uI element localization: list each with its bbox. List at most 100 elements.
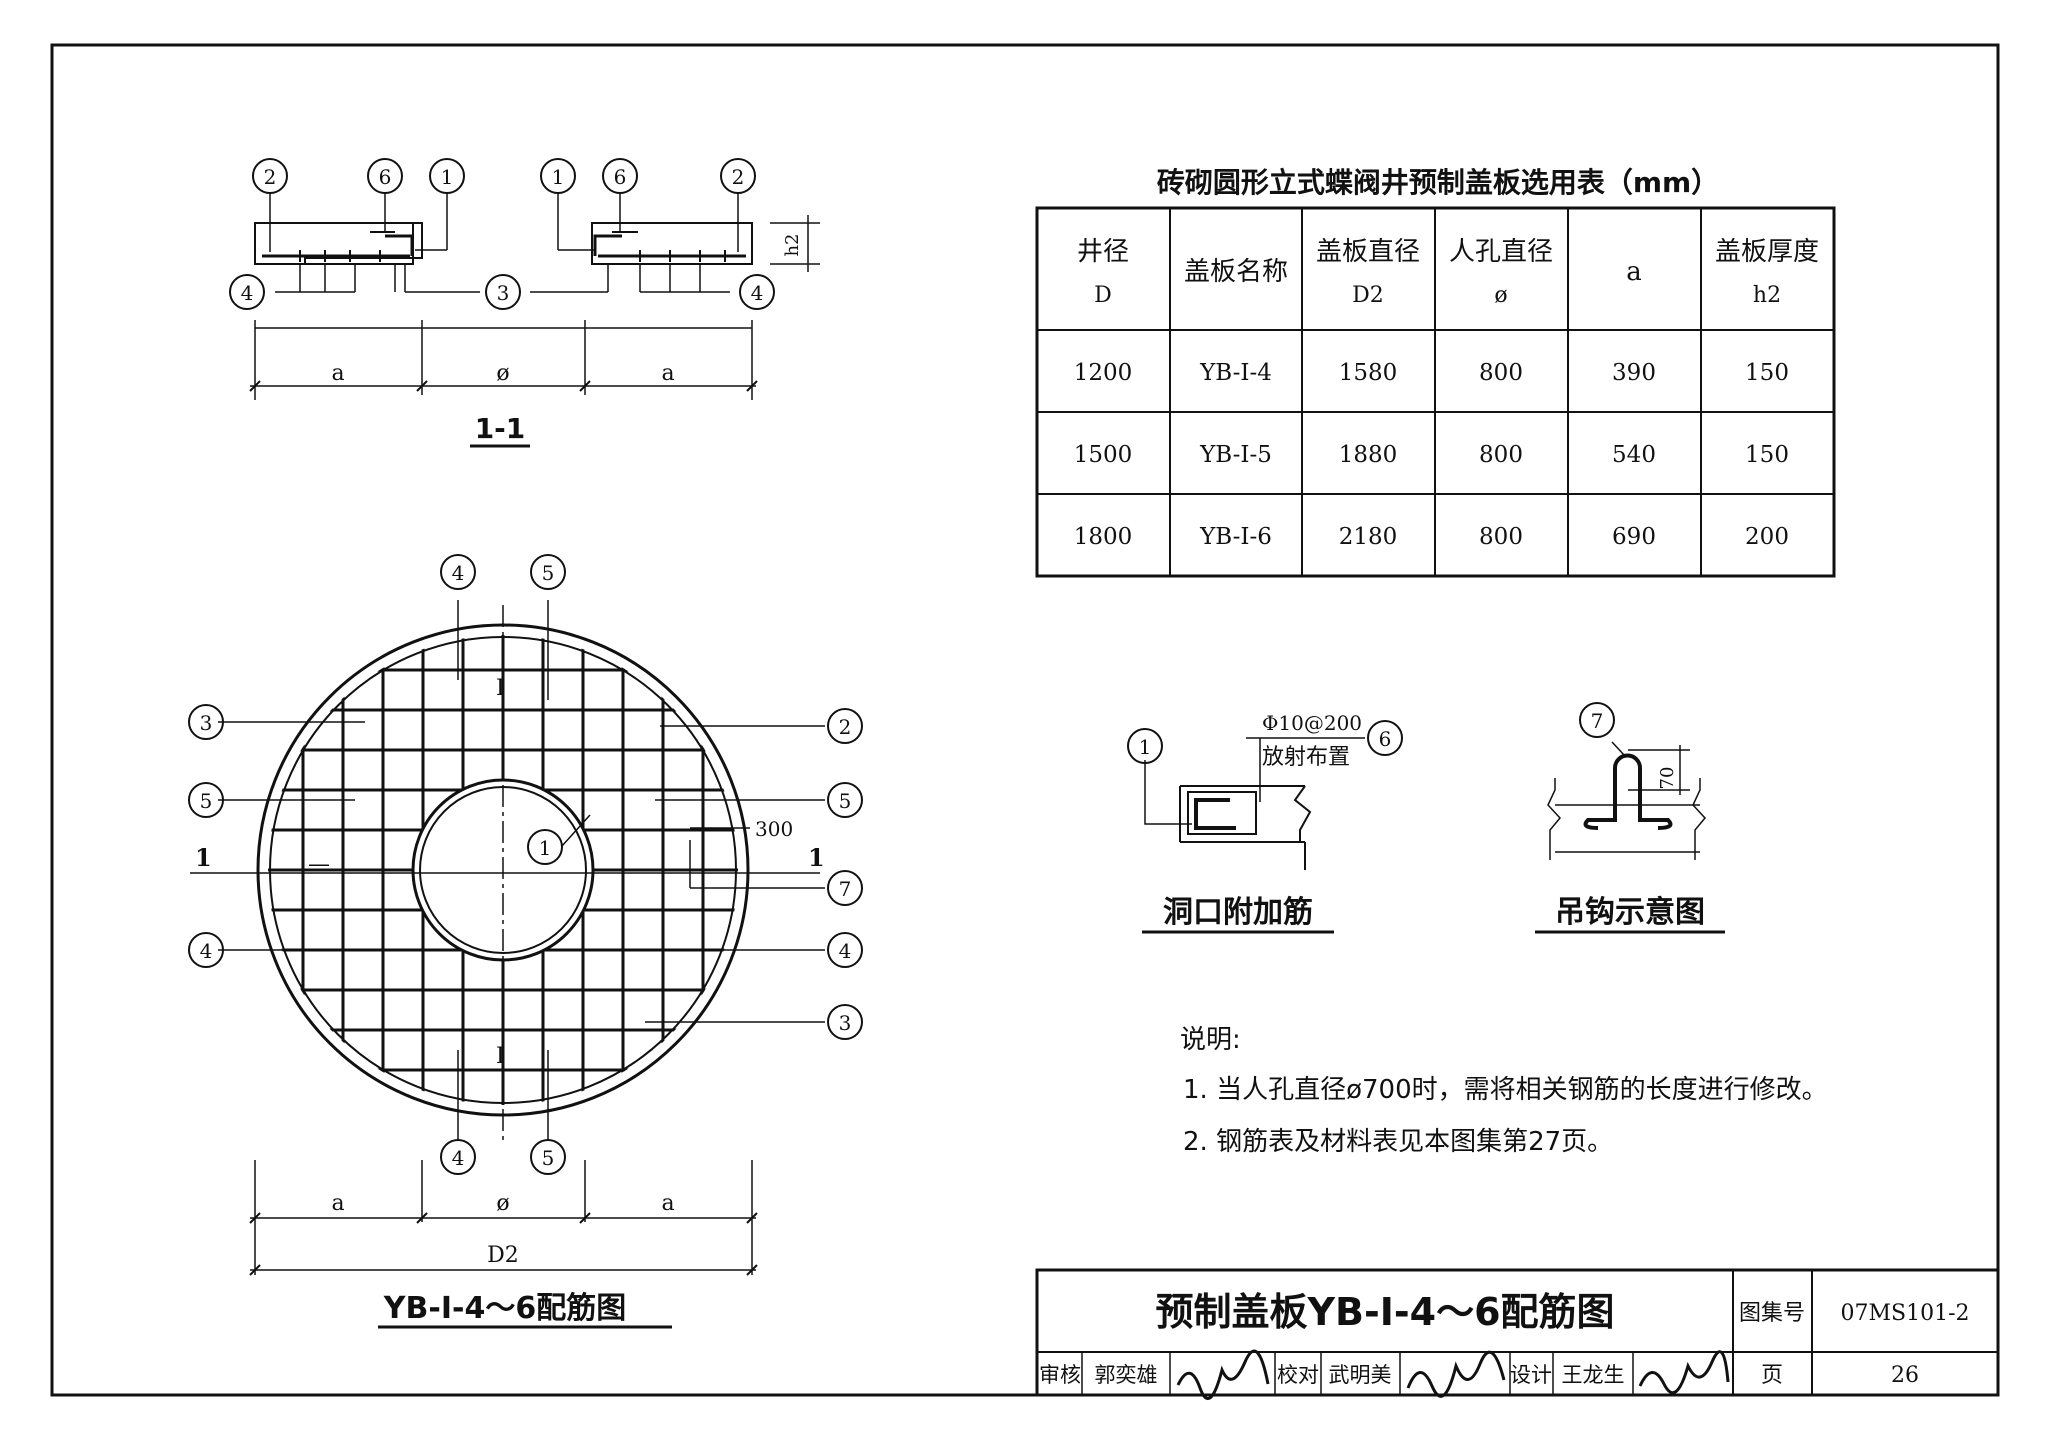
section-mark-right: 1 — [808, 843, 825, 872]
table-row: 1800 YB-Ⅰ-6 2180 800 690 200 — [1074, 524, 1789, 550]
opening-detail: 1 6 Φ10@200 放射布置 洞口附加筋 — [1127, 711, 1403, 934]
atlas-label: 图集号 — [1739, 1301, 1805, 1326]
callout-label: 1 — [552, 165, 565, 189]
callout-label: 1 — [539, 836, 552, 860]
table-cell: 690 — [1612, 524, 1656, 550]
checker-name: 武明美 — [1329, 1363, 1392, 1387]
table-cell: 800 — [1479, 524, 1523, 550]
callout-label: 2 — [264, 165, 277, 189]
table-cell: 2180 — [1339, 524, 1398, 550]
table-cell: 150 — [1745, 360, 1789, 386]
rebar-spec: Φ10@200 — [1262, 711, 1362, 735]
dim-phi: ø — [496, 361, 509, 386]
reviewer-signature — [1176, 1349, 1270, 1401]
header-cell: 人孔直径 — [1449, 237, 1553, 267]
review-label: 审核 — [1039, 1363, 1081, 1387]
title-block: 预制盖板YB-Ⅰ-4～6配筋图 图集号 07MS101-2 页 26 审核 郭奕… — [1035, 1268, 2000, 1401]
table-cell: 540 — [1612, 442, 1656, 468]
design-label: 设计 — [1510, 1363, 1552, 1387]
table-header: 井径 D 盖板名称 盖板直径 D2 人孔直径 ø a 盖板厚度 h2 — [1077, 237, 1819, 308]
designer-name: 王龙生 — [1562, 1363, 1625, 1387]
grid-mark: I — [496, 1044, 505, 1069]
header-cell: 盖板名称 — [1184, 257, 1288, 287]
callout-label: 6 — [614, 165, 627, 189]
callout-label: 2 — [839, 715, 852, 739]
table-cell: 1580 — [1339, 360, 1398, 386]
table-cell: 1500 — [1074, 442, 1133, 468]
header-cell: a — [1626, 257, 1642, 287]
plan-view: 1 1 I I — 300 — [188, 554, 863, 1329]
table-cell: 1800 — [1074, 524, 1133, 550]
header-cell: D — [1094, 283, 1112, 308]
table-cell: 200 — [1745, 524, 1789, 550]
table-cell: 1200 — [1074, 360, 1133, 386]
section-callouts: 2 6 1 1 6 2 4 3 4 — [229, 158, 775, 310]
table-cell: 800 — [1479, 442, 1523, 468]
table-cell: 150 — [1745, 442, 1789, 468]
header-cell: h2 — [1753, 283, 1781, 308]
table-title: 砖砌圆形立式蝶阀井预制盖板选用表（mm） — [1157, 166, 1719, 199]
header-cell: ø — [1494, 283, 1507, 308]
notes-heading: 说明: — [1180, 1025, 1241, 1055]
grid-mark: — — [308, 852, 330, 877]
table-cell: YB-Ⅰ-6 — [1199, 524, 1272, 550]
designer-signature — [1638, 1350, 1730, 1395]
table-cell: 800 — [1479, 360, 1523, 386]
callout-label: 5 — [542, 561, 555, 585]
callout-label: 7 — [839, 877, 852, 901]
callout-label: 4 — [452, 561, 465, 585]
selection-table: 砖砌圆形立式蝶阀井预制盖板选用表（mm） 井径 D 盖板名称 盖板直径 D2 人… — [1035, 166, 1836, 578]
callout-label: 5 — [542, 1146, 555, 1170]
grid-mark: I — [496, 676, 505, 701]
callout-label: 6 — [379, 165, 392, 189]
dim-a-right: a — [661, 361, 674, 386]
section-1-1: h2 a ø a 1-1 2 6 1 1 6 2 4 3 4 — [229, 158, 820, 448]
sheet-border — [50, 43, 2000, 1397]
dim-a-right: a — [661, 1191, 674, 1216]
callout-label: 5 — [839, 789, 852, 813]
h2-label: h2 — [782, 233, 803, 256]
header-cell: D2 — [1352, 283, 1384, 308]
note-item: 1. 当人孔直径ø700时，需将相关钢筋的长度进行修改。 — [1183, 1075, 1828, 1105]
hook-dim: 70 — [1657, 767, 1678, 790]
table-row: 1500 YB-Ⅰ-5 1880 800 540 150 — [1074, 442, 1789, 468]
callout-label: 4 — [241, 281, 254, 305]
opening-title: 洞口附加筋 — [1163, 895, 1313, 930]
table-cell: 1880 — [1339, 442, 1398, 468]
callout-label: 4 — [200, 939, 213, 963]
callout-label: 1 — [441, 165, 454, 189]
dim-a-left: a — [331, 1191, 344, 1216]
callout-label: 3 — [839, 1011, 852, 1035]
callout-label: 5 — [200, 789, 213, 813]
plan-callouts: 3 5 4 2 5 7 4 3 4 5 4 5 1 — [188, 554, 863, 1175]
callout-label: 3 — [497, 281, 510, 305]
table-cell: YB-Ⅰ-5 — [1199, 442, 1272, 468]
spacing-label: 300 — [755, 817, 793, 841]
callout-label: 4 — [452, 1146, 465, 1170]
hook-detail: 70 7 吊钩示意图 — [1535, 702, 1725, 934]
callout-label: 7 — [1591, 709, 1604, 733]
drawing-title: 预制盖板YB-Ⅰ-4～6配筋图 — [1155, 1290, 1614, 1334]
notes: 说明: 1. 当人孔直径ø700时，需将相关钢筋的长度进行修改。 2. 钢筋表及… — [1180, 1025, 1828, 1157]
hook-title: 吊钩示意图 — [1555, 895, 1705, 930]
page-no: 26 — [1891, 1363, 1919, 1388]
check-label: 校对 — [1277, 1363, 1319, 1387]
dim-a-left: a — [331, 361, 344, 386]
callout-label: 6 — [1379, 727, 1392, 751]
callout-label: 4 — [839, 939, 852, 963]
section-mark-left: 1 — [195, 843, 212, 872]
dim-phi: ø — [496, 1191, 509, 1216]
table-cell: YB-Ⅰ-4 — [1199, 360, 1272, 386]
callout-label: 1 — [1139, 735, 1152, 759]
section-title: 1-1 — [475, 412, 526, 445]
reviewer-name: 郭奕雄 — [1095, 1363, 1158, 1387]
page-label: 页 — [1761, 1363, 1783, 1388]
header-cell: 盖板直径 — [1316, 237, 1420, 267]
rebar-note: 放射布置 — [1262, 745, 1350, 770]
dim-d2: D2 — [487, 1243, 519, 1268]
atlas-no: 07MS101-2 — [1840, 1301, 1969, 1326]
callout-label: 4 — [751, 281, 764, 305]
callout-label: 2 — [732, 165, 745, 189]
plan-title: YB-Ⅰ-4～6配筋图 — [383, 1291, 626, 1326]
